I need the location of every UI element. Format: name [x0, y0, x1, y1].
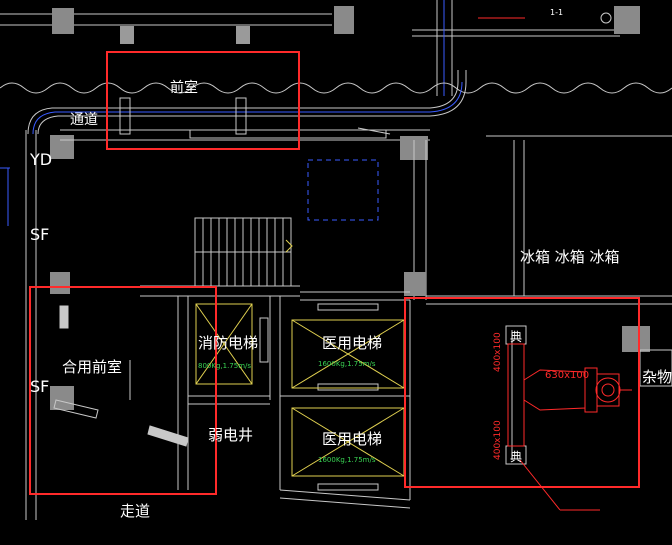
label-weak-shaft: 弱电井 [208, 426, 253, 444]
label-storage: 杂物 [642, 368, 672, 386]
right-walls [426, 135, 672, 465]
spec-medical-elevator-1: 1600Kg,1.75m/s [318, 360, 376, 368]
top-wall: 1-1 [0, 0, 640, 96]
passage-walls [27, 70, 467, 135]
duct-drawing [507, 343, 632, 511]
spec-medical-elevator-2: 1600Kg,1.75m/s [318, 456, 376, 464]
highlight-combined-front-room [29, 286, 217, 495]
label-front-room: 前室 [170, 79, 198, 96]
label-sf-top: SF [30, 225, 49, 244]
label-fridge: 冰箱 冰箱 冰箱 [520, 248, 620, 266]
front-room-doors [53, 305, 189, 447]
label-corridor: 走道 [120, 502, 150, 520]
label-sf-bottom: SF [30, 377, 49, 396]
label-duct-400-b: 400x100 [493, 420, 503, 460]
label-yd: YD [29, 150, 52, 169]
spec-fire-elevator: 800Kg,1.75m/s [198, 362, 251, 370]
label-fire-elevator: 消防电梯 [198, 334, 258, 352]
stair [194, 217, 293, 287]
elevator-x-marks [195, 303, 405, 477]
highlight-duct-area [404, 297, 640, 488]
left-walls [0, 130, 74, 520]
label-duct-400-a: 400x100 [493, 332, 503, 372]
break-line [0, 82, 672, 94]
label-medical-elevator-2: 医用电梯 [322, 430, 382, 448]
elevator-walls [177, 296, 411, 509]
label-duct-630: 630x100 [545, 370, 589, 381]
highlight-front-room [106, 51, 300, 150]
label-dian-2: 典 [510, 450, 522, 464]
label-dian-1: 典 [510, 330, 522, 344]
central-walls [140, 140, 427, 301]
passage-bottom-wall [60, 97, 430, 160]
label-combined-front-room: 合用前室 [62, 358, 122, 376]
section-label: 1-1 [550, 8, 563, 17]
label-passage: 通道 [70, 112, 98, 128]
highlight-boxes [29, 51, 640, 495]
label-medical-elevator-1: 医用电梯 [322, 334, 382, 352]
